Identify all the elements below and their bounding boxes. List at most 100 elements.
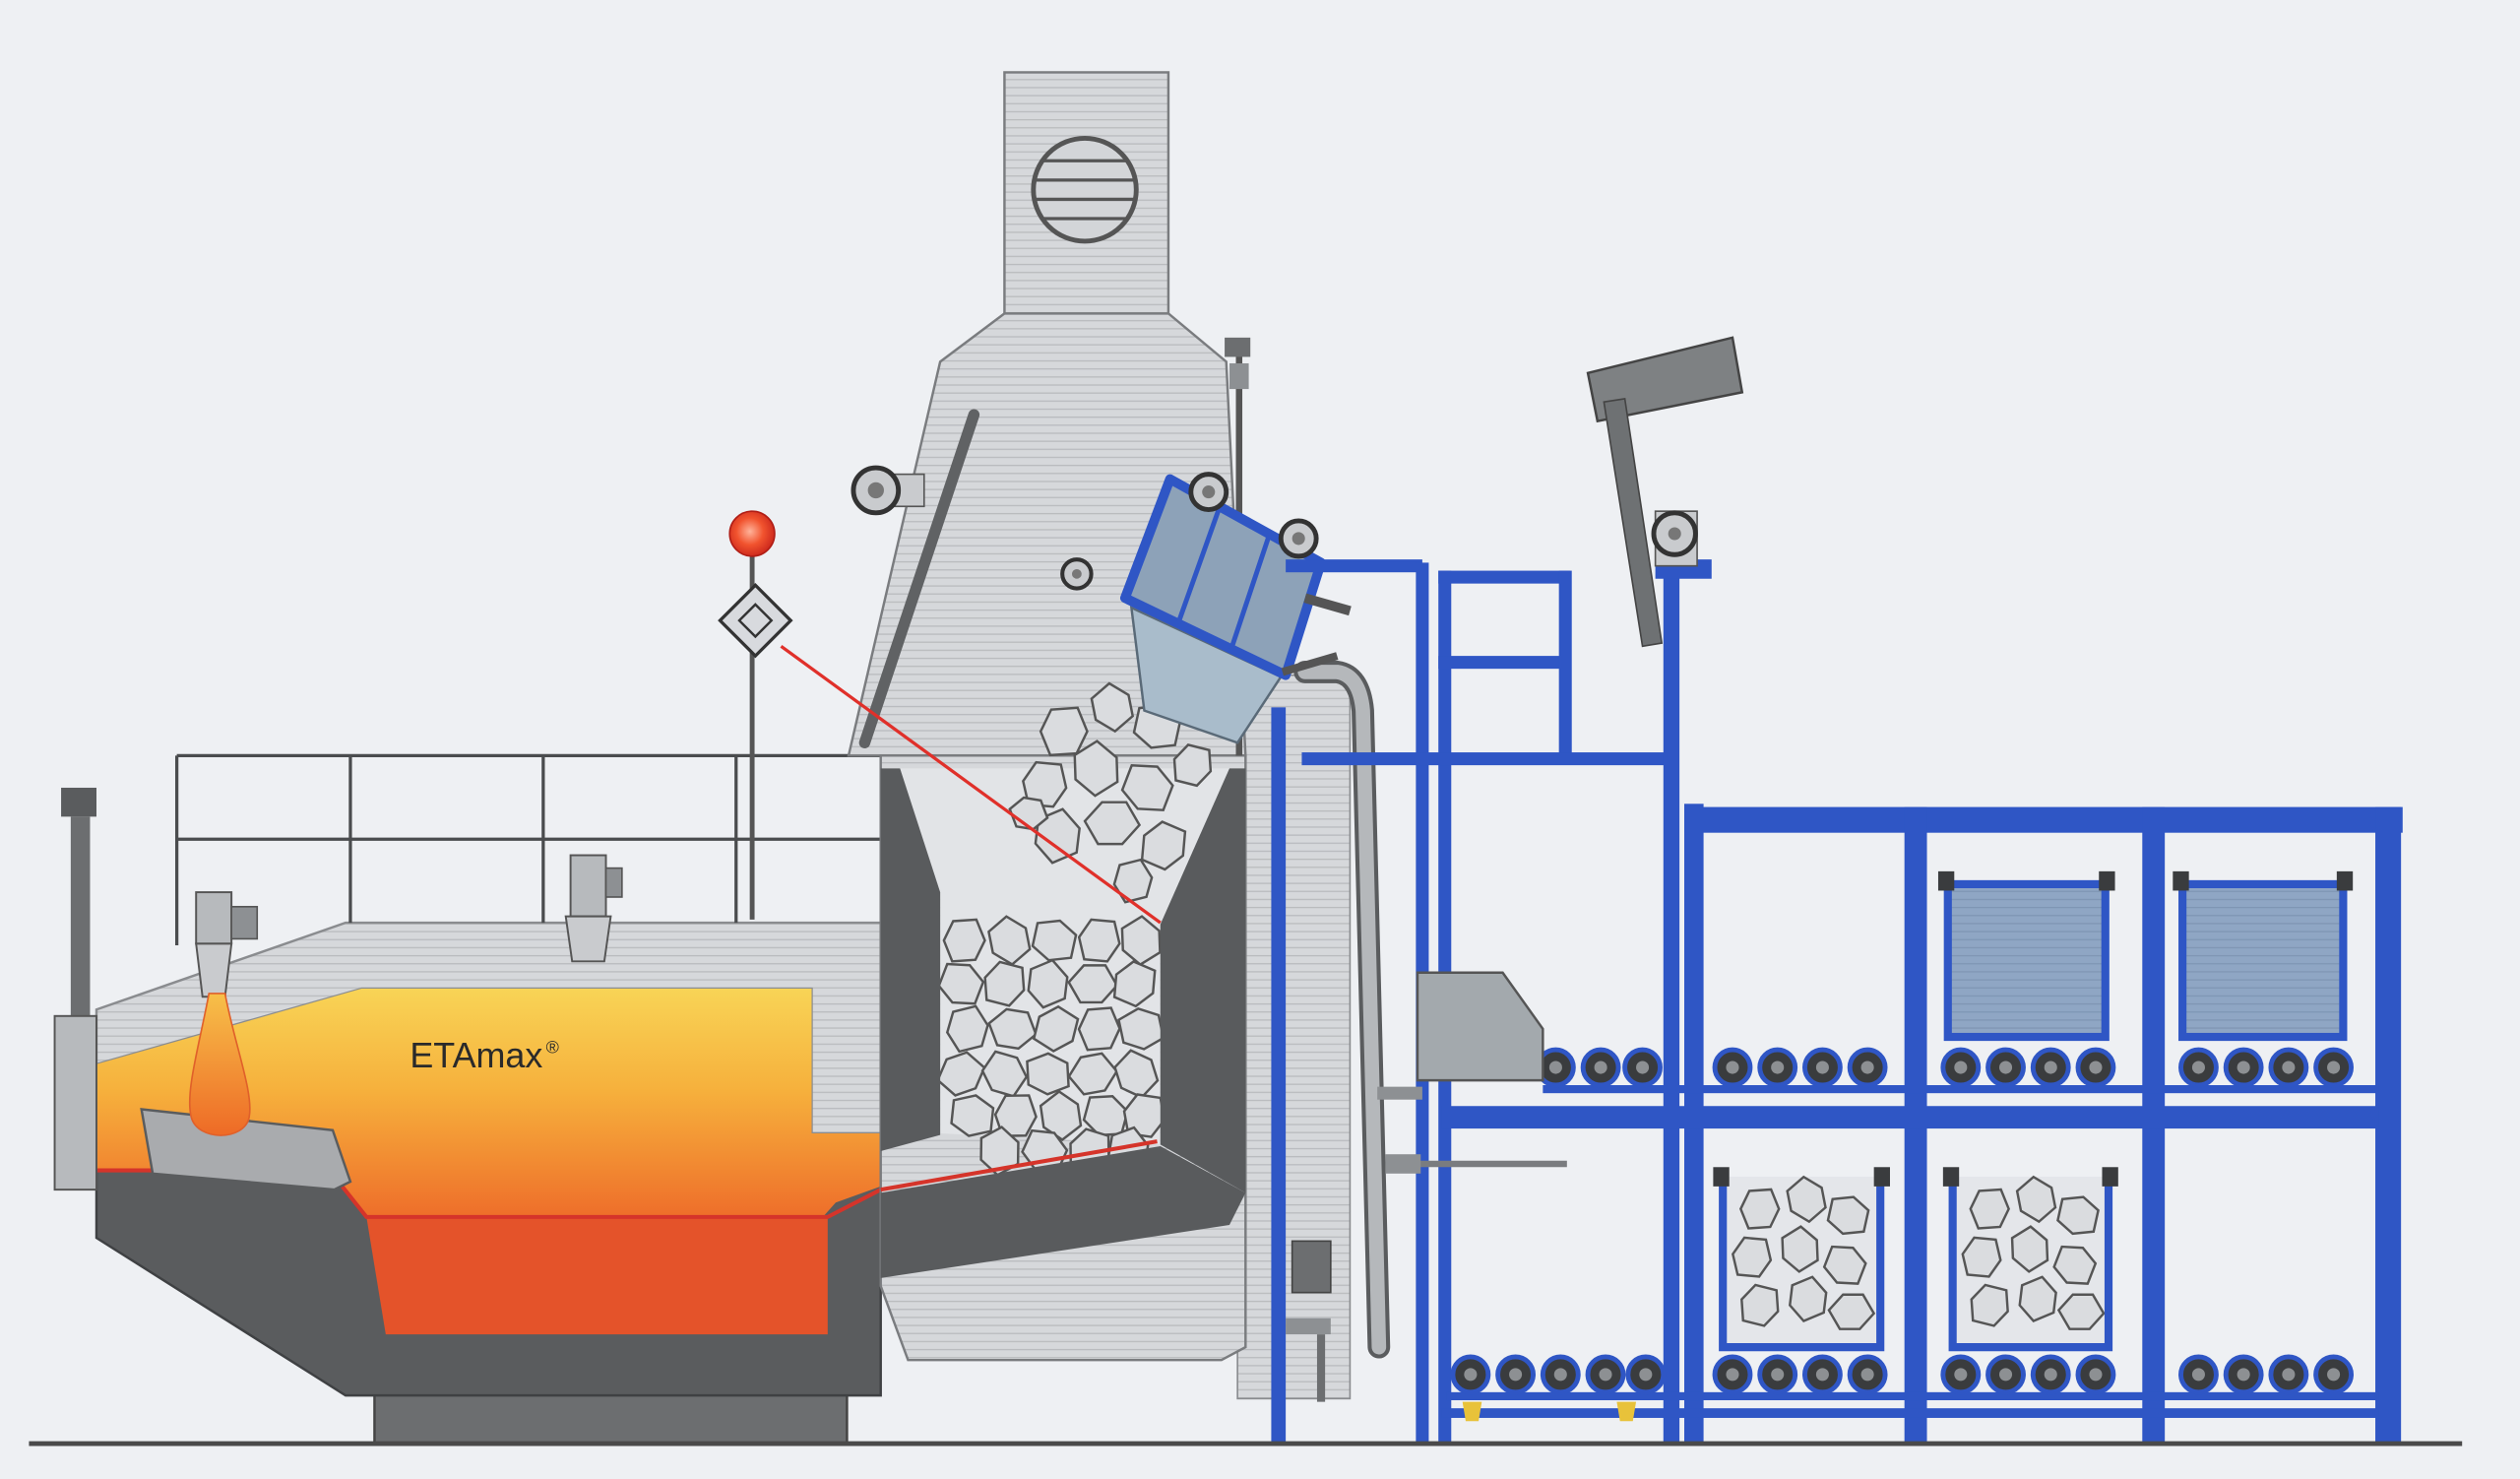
steel-bath	[366, 1216, 828, 1335]
conveyor-roller	[2178, 1047, 2219, 1088]
post-cap	[1225, 337, 1251, 357]
marker-light	[1616, 1401, 1637, 1422]
scrap-piece	[1027, 958, 1069, 1009]
bucket-link	[1303, 593, 1352, 616]
conveyor-roller	[1847, 1047, 1888, 1088]
crane-boom	[1603, 397, 1664, 648]
scrap-piece	[993, 1094, 1038, 1137]
scrap-piece	[1827, 1293, 1876, 1330]
roller-conveyors	[1450, 1047, 2354, 1395]
pulley-icon	[1188, 472, 1229, 512]
conveyor-roller	[2268, 1354, 2309, 1395]
basket-corner	[1942, 1167, 1960, 1187]
pusher-rod	[858, 409, 980, 748]
slag-block	[140, 1108, 352, 1191]
scrap-piece	[1022, 760, 1068, 808]
conveyor-roller	[1580, 1047, 1621, 1088]
basket-loaded	[1713, 1167, 1890, 1352]
conveyor-roller	[1802, 1047, 1843, 1088]
roof-device-knob	[604, 867, 623, 898]
basket-corner	[2102, 1167, 2118, 1187]
basket-corner	[2099, 870, 2115, 891]
charging-structure	[1271, 559, 2403, 1445]
basket-frame	[1948, 1177, 2113, 1352]
shaft-pusher	[850, 409, 980, 748]
shaft-left-wall	[880, 768, 941, 1151]
conveyor-roller	[2223, 1047, 2264, 1088]
marker-light	[1462, 1401, 1482, 1422]
scrap-piece	[1172, 743, 1213, 788]
conveyor-roller	[2313, 1047, 2354, 1088]
conveyor-roller	[1757, 1047, 1798, 1088]
scrap-piece	[1090, 681, 1135, 734]
scrap-piece	[1026, 1052, 1070, 1096]
scrap-piece	[1031, 919, 1078, 962]
scrap-piece	[1740, 1283, 1780, 1327]
roof-device-body	[569, 854, 607, 918]
conveyor-roller	[1712, 1354, 1753, 1395]
pulley-icon	[850, 465, 902, 516]
bucket-arm-pipe-inner	[1297, 665, 1387, 1355]
structure-post	[1558, 570, 1572, 761]
structure-post	[2375, 806, 2402, 1445]
laser-sensor-icon	[718, 582, 793, 659]
conveyor-roller	[1450, 1354, 1491, 1395]
scrap-piece	[2052, 1245, 2098, 1285]
scrap-piece	[2056, 1293, 2106, 1330]
conveyor-roller	[1625, 1354, 1667, 1395]
scrap-piece	[1073, 740, 1119, 798]
structure-beam	[1286, 559, 1422, 573]
shaft-right-wall	[1160, 768, 1246, 1193]
scrap-piece	[1731, 1236, 1773, 1278]
scrap-piece	[1117, 1006, 1166, 1051]
bucket-rib	[1175, 505, 1223, 625]
structure-beam	[1438, 570, 1571, 584]
conveyor-roller	[2223, 1354, 2264, 1395]
roof-device	[564, 854, 623, 963]
upper-conveyor-rail	[1543, 1085, 2379, 1094]
scrap-piece	[1738, 1188, 1781, 1230]
conveyor-roller	[1585, 1354, 1626, 1395]
lower-conveyor-rail	[1446, 1391, 2379, 1401]
conveyor-roller	[1985, 1354, 2026, 1395]
electrode-housing	[53, 1014, 97, 1191]
drive-motor	[1286, 1240, 1332, 1402]
basket-empty	[2173, 870, 2354, 1042]
scrap-in-basket	[1961, 1175, 2106, 1330]
guide-clamp	[1385, 1154, 1421, 1174]
laser-beam	[780, 644, 1162, 925]
electrode-cap	[61, 787, 96, 817]
electrode-post	[53, 787, 97, 1191]
burner-body	[195, 891, 233, 945]
structure-post	[1663, 565, 1680, 1445]
scrap-piece	[1969, 1188, 2010, 1230]
structure-post	[1271, 707, 1287, 1445]
conveyor-roller	[1940, 1047, 1982, 1088]
conveyor-roller	[1985, 1047, 2026, 1088]
etamax-mark: ®	[546, 1037, 559, 1057]
shaft-preheater	[718, 71, 1352, 1400]
scrap-piece	[950, 1094, 995, 1137]
scrap-piece	[1032, 1004, 1080, 1053]
scrap-piece	[1970, 1283, 2009, 1327]
scrap-piece	[1077, 918, 1121, 963]
bucket-rib	[1228, 533, 1273, 651]
conveyor-roller	[2268, 1047, 2309, 1088]
conveyor-roller	[2075, 1047, 2116, 1088]
scrap-piece	[1120, 764, 1174, 811]
melting-furnace: ETAmax®	[53, 753, 1158, 1446]
electrode-column	[70, 816, 91, 1020]
scrap-piece	[1083, 801, 1142, 846]
scrap-pusher	[1377, 971, 1567, 1174]
scrap-piece	[987, 1007, 1038, 1051]
pulley-icon	[1060, 557, 1094, 591]
structure-mid-beam	[1441, 1106, 2379, 1129]
pusher-shoe	[1377, 1086, 1422, 1100]
etamax-name: ETAmax	[410, 1035, 542, 1075]
scrap-piece	[1112, 858, 1154, 904]
burner-motor	[230, 905, 259, 940]
conveyor-roller	[1940, 1354, 1982, 1395]
basket-corner	[2336, 870, 2354, 891]
crane-arm	[1586, 336, 1744, 648]
